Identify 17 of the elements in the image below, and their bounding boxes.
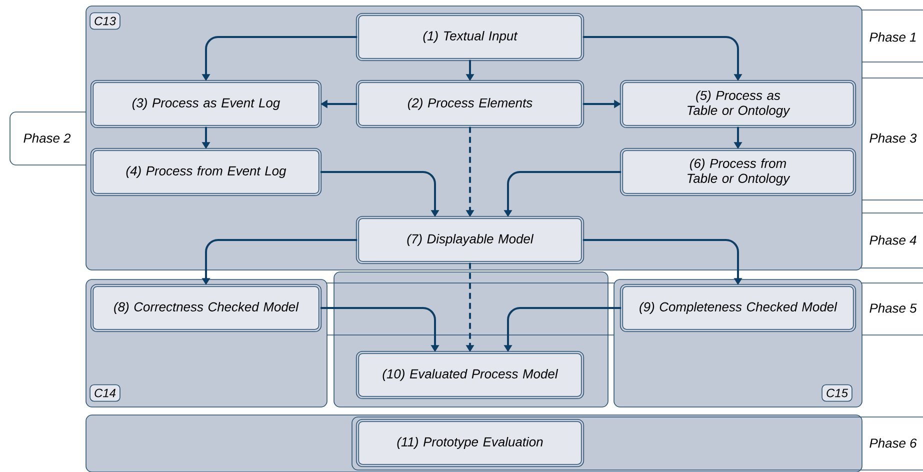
process-box: (4) Process from Event Log [90,148,322,196]
process-box: (1) Textual Input [356,12,584,62]
process-box: (8) Correctness Checked Model [90,284,322,332]
process-box: (5) Process as Table or Ontology [620,80,856,128]
phase-label: Phase 6 [868,437,918,449]
process-box: (6) Process from Table or Ontology [620,148,856,196]
process-box: (9) Completeness Checked Model [620,284,856,332]
phase-label: Phase 1 [868,31,918,43]
phase-label: Phase 4 [868,234,918,246]
phase-label: Phase 2 [22,132,72,144]
process-box: (7) Displayable Model [356,216,584,264]
process-box: (3) Process as Event Log [90,80,322,128]
phase-label: Phase 5 [868,302,918,314]
phase-label: Phase 3 [868,132,918,144]
process-box: (11) Prototype Evaluation [356,418,584,468]
process-box: (2) Process Elements [356,80,584,128]
process-box: (10) Evaluated Process Model [356,350,584,400]
